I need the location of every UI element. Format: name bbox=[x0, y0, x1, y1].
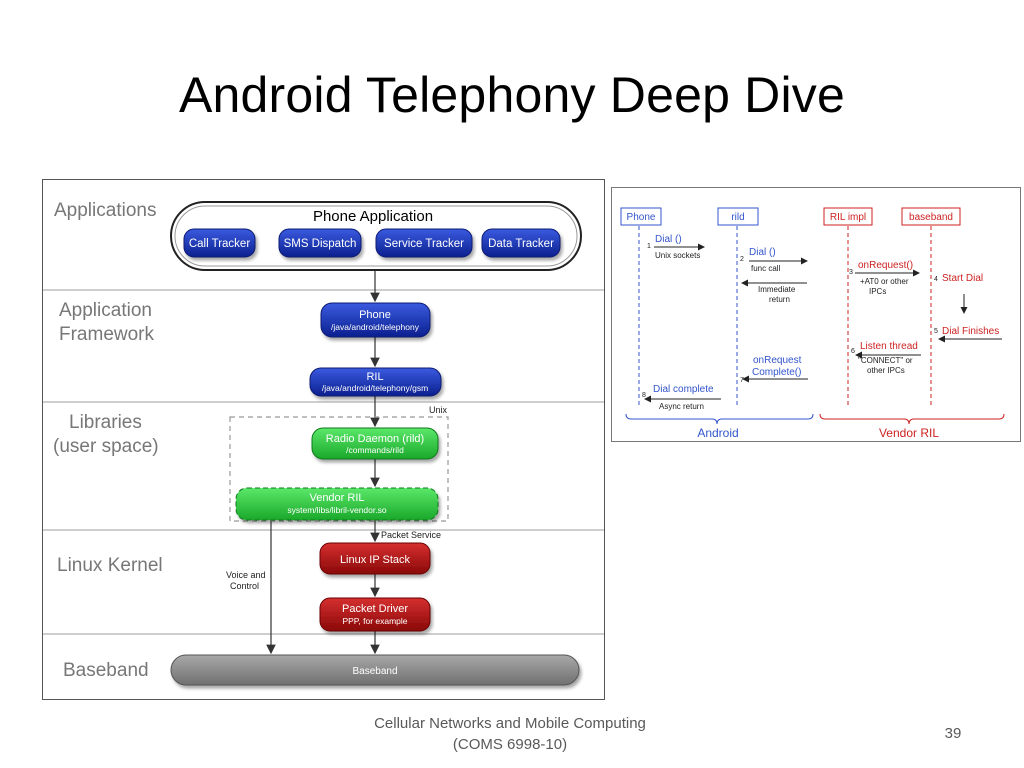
flow-arrows bbox=[266, 270, 380, 655]
msg-6-num: 6 bbox=[851, 348, 855, 355]
actor-baseband: baseband bbox=[909, 212, 953, 223]
phone-framework-box bbox=[320, 302, 431, 338]
msg-5-num: 5 bbox=[934, 328, 938, 335]
msg-return-sub: Immediate return bbox=[758, 285, 798, 304]
actor-phone: Phone bbox=[627, 212, 656, 223]
actor-baseband-box bbox=[901, 207, 961, 226]
packet-driver-sub: PPP, for example bbox=[342, 616, 407, 626]
service-tracker-box bbox=[375, 228, 473, 258]
layer-dividers bbox=[43, 289, 604, 635]
msg-3-num: 3 bbox=[849, 269, 853, 276]
data-tracker-label: Data Tracker bbox=[488, 238, 554, 250]
vendor-ril-box bbox=[235, 487, 439, 521]
page-number: 39 bbox=[944, 725, 962, 742]
actor-rild: rild bbox=[731, 212, 744, 223]
actor-ril-impl-box bbox=[823, 207, 873, 226]
msg-3-sub: +AT0 or other IPCs bbox=[860, 277, 911, 296]
msg-8-label: Dial complete bbox=[653, 384, 714, 395]
msg-1-label: Dial () bbox=[655, 234, 682, 245]
packet-driver-box bbox=[319, 597, 431, 632]
msg-8-sub: Async return bbox=[659, 402, 704, 411]
msg-1-sub: Unix sockets bbox=[655, 251, 700, 260]
msg-7-label: onRequest Complete() bbox=[752, 355, 804, 378]
vendor-ril-bracket bbox=[819, 413, 1005, 425]
unix-label: Unix bbox=[429, 405, 448, 415]
phone-application-label: Phone Application bbox=[313, 208, 433, 225]
layer-label-kernel: Linux Kernel bbox=[57, 555, 163, 576]
footer-line-2: (COMS 6998-10) bbox=[452, 736, 568, 753]
rild-name: Radio Daemon (rild) bbox=[326, 433, 424, 445]
phone-path: /java/android/telephony bbox=[331, 322, 420, 332]
user-space-box bbox=[229, 416, 449, 522]
sms-dispatch-label: SMS Dispatch bbox=[284, 238, 357, 250]
android-bracket bbox=[625, 413, 814, 425]
actor-phone-box bbox=[620, 207, 662, 226]
msg-4-label: Start Dial bbox=[942, 273, 983, 284]
ril-framework-box bbox=[309, 367, 442, 397]
call-tracker-label: Call Tracker bbox=[189, 238, 251, 250]
rild-box bbox=[311, 427, 439, 460]
rild-path: /commands/rild bbox=[346, 445, 404, 455]
msg-6-label: Listen thread bbox=[860, 341, 918, 352]
dial-sequence-diagram: Phone rild RIL impl baseband 1 Dial () U… bbox=[611, 187, 1021, 442]
msg-1-num: 1 bbox=[647, 243, 651, 250]
layer-label-baseband: Baseband bbox=[63, 660, 149, 681]
msg-3-label: onRequest() bbox=[858, 260, 913, 271]
packet-driver-name: Packet Driver bbox=[342, 603, 408, 615]
ril-path: /java/android/telephony/gsm bbox=[322, 383, 428, 393]
layer-label-libraries: Libraries (user space) bbox=[53, 412, 159, 457]
actor-rild-box bbox=[717, 207, 759, 226]
layer-label-framework: Application Framework bbox=[59, 300, 157, 345]
msg-4-num: 4 bbox=[934, 276, 938, 283]
vendor-ril-path: system/libs/libril-vendor.so bbox=[287, 505, 386, 515]
lifelines bbox=[638, 226, 932, 406]
layer-label-applications: Applications bbox=[54, 200, 156, 221]
phone-name: Phone bbox=[359, 309, 391, 321]
baseband-bar-label: Baseband bbox=[352, 666, 397, 677]
packet-service-label: Packet Service bbox=[381, 530, 441, 540]
msg-5-label: Dial Finishes bbox=[942, 326, 999, 337]
msg-2-label: Dial () bbox=[749, 247, 776, 258]
linux-ip-stack-box bbox=[319, 542, 431, 575]
msg-7-num: 7 bbox=[740, 377, 744, 384]
actor-ril-impl: RIL impl bbox=[830, 212, 866, 223]
sms-dispatch-box bbox=[278, 228, 362, 258]
slide-footer: Cellular Networks and Mobile Computing (… bbox=[340, 713, 680, 755]
data-tracker-box bbox=[481, 228, 561, 258]
msg-6-sub: "CONNECT" or other IPCs bbox=[858, 356, 915, 375]
telephony-stack-diagram: Applications Application Framework Libra… bbox=[42, 179, 605, 700]
message-arrows bbox=[644, 243, 1002, 403]
msg-8-num: 8 bbox=[642, 392, 646, 399]
group-vendor-ril: Vendor RIL bbox=[879, 426, 939, 440]
slide-title: Android Telephony Deep Dive bbox=[178, 67, 846, 123]
ril-name: RIL bbox=[366, 371, 383, 383]
call-tracker-box bbox=[183, 228, 256, 258]
group-android: Android bbox=[697, 426, 738, 440]
vendor-ril-name: Vendor RIL bbox=[309, 492, 364, 504]
baseband-bar bbox=[170, 654, 580, 686]
service-tracker-label: Service Tracker bbox=[384, 238, 464, 250]
footer-line-1: Cellular Networks and Mobile Computing bbox=[374, 715, 646, 732]
voice-control-label: Voice and Control bbox=[226, 570, 268, 591]
linux-ip-stack-label: Linux IP Stack bbox=[340, 554, 411, 566]
msg-2-num: 2 bbox=[740, 256, 744, 263]
msg-2-sub: func call bbox=[751, 264, 781, 273]
